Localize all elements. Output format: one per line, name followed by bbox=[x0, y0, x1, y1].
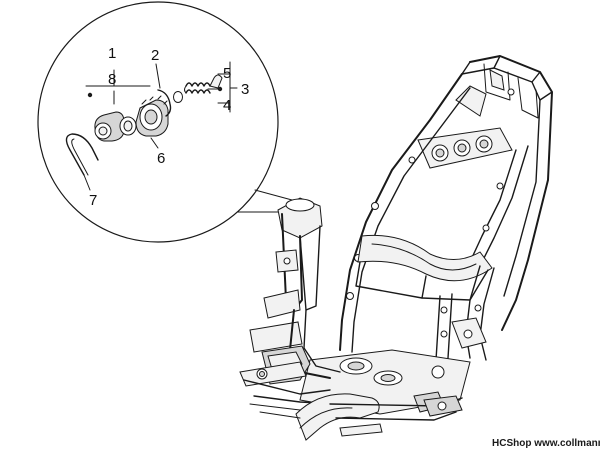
scooter-frame bbox=[239, 55, 553, 441]
callout-3: 3 bbox=[241, 81, 249, 98]
callout-6: 6 bbox=[157, 150, 165, 167]
callout-2: 2 bbox=[151, 47, 159, 64]
steering-lock-assembly bbox=[65, 61, 238, 191]
cable-loop-part bbox=[65, 133, 99, 191]
callout-4: 4 bbox=[223, 97, 231, 114]
lock-cylinder-part bbox=[94, 111, 125, 142]
callout-labels: 1 2 3 4 5 6 7 8 bbox=[89, 45, 249, 209]
spring-clip-part bbox=[155, 63, 172, 117]
coil-spring-part bbox=[184, 74, 223, 94]
callout-8: 8 bbox=[108, 71, 116, 88]
callout-5: 5 bbox=[223, 65, 231, 82]
callout-1: 1 bbox=[108, 45, 116, 62]
o-ring-part bbox=[173, 91, 183, 103]
lock-housing-part bbox=[135, 95, 169, 149]
washer-ring-part bbox=[119, 116, 137, 136]
callout-7: 7 bbox=[89, 192, 97, 209]
watermark-text: HCShop www.collmann.eu bbox=[492, 438, 600, 449]
steering-head bbox=[249, 197, 323, 353]
